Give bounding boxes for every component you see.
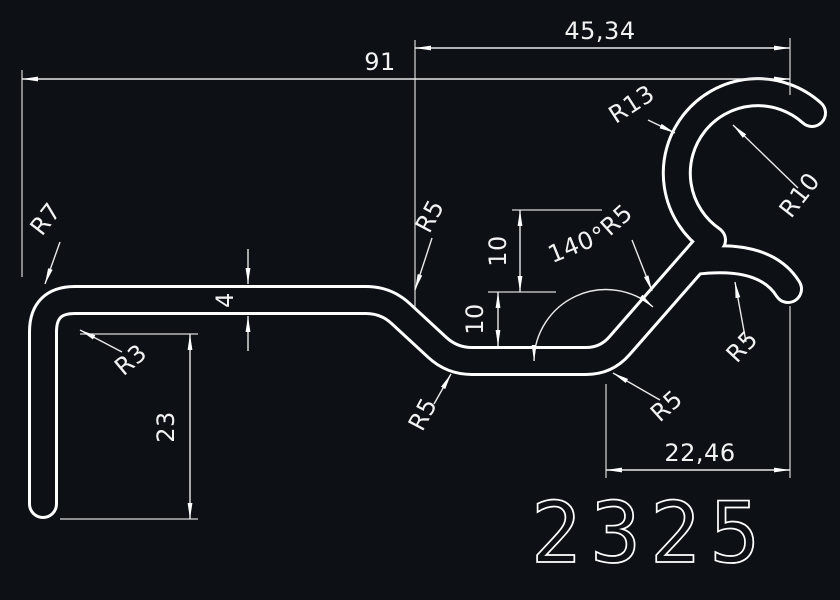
leader-r10 xyxy=(732,124,799,189)
radius-leaders xyxy=(44,119,799,405)
part-number: 2325 xyxy=(531,484,769,582)
radius-label-r5-top: R5 xyxy=(410,195,450,237)
dim-label-total-width: 91 xyxy=(364,48,396,76)
leader-r5-inner xyxy=(631,239,653,292)
radius-label-r10: R10 xyxy=(774,167,826,223)
leader-r7 xyxy=(44,241,61,285)
leader-r13 xyxy=(647,119,676,134)
dim-label-offset-upper: 10 xyxy=(484,235,512,267)
leader-r5-arm xyxy=(734,281,747,343)
dim-arc-bend-angle xyxy=(531,288,654,362)
dim-label-offset-lower: 10 xyxy=(461,303,489,335)
radius-label-r5-lower-right: R5 xyxy=(645,385,688,428)
leader-r5-lower-right xyxy=(612,372,661,401)
radius-label-r5-arm: R5 xyxy=(721,325,764,368)
dim-label-leg-height: 23 xyxy=(152,411,180,443)
leader-r5-top xyxy=(414,237,433,291)
radius-label-r7: R7 xyxy=(25,197,67,240)
leader-r3 xyxy=(79,329,123,353)
dim-label-thickness: 4 xyxy=(211,292,239,308)
dimension-lines xyxy=(22,45,790,519)
leader-r5-lower-left xyxy=(433,373,452,405)
radius-label-r3: R3 xyxy=(109,339,152,382)
dim-label-bottom-right: 22,46 xyxy=(664,439,735,467)
dim-label-right-width: 45,34 xyxy=(564,17,635,45)
